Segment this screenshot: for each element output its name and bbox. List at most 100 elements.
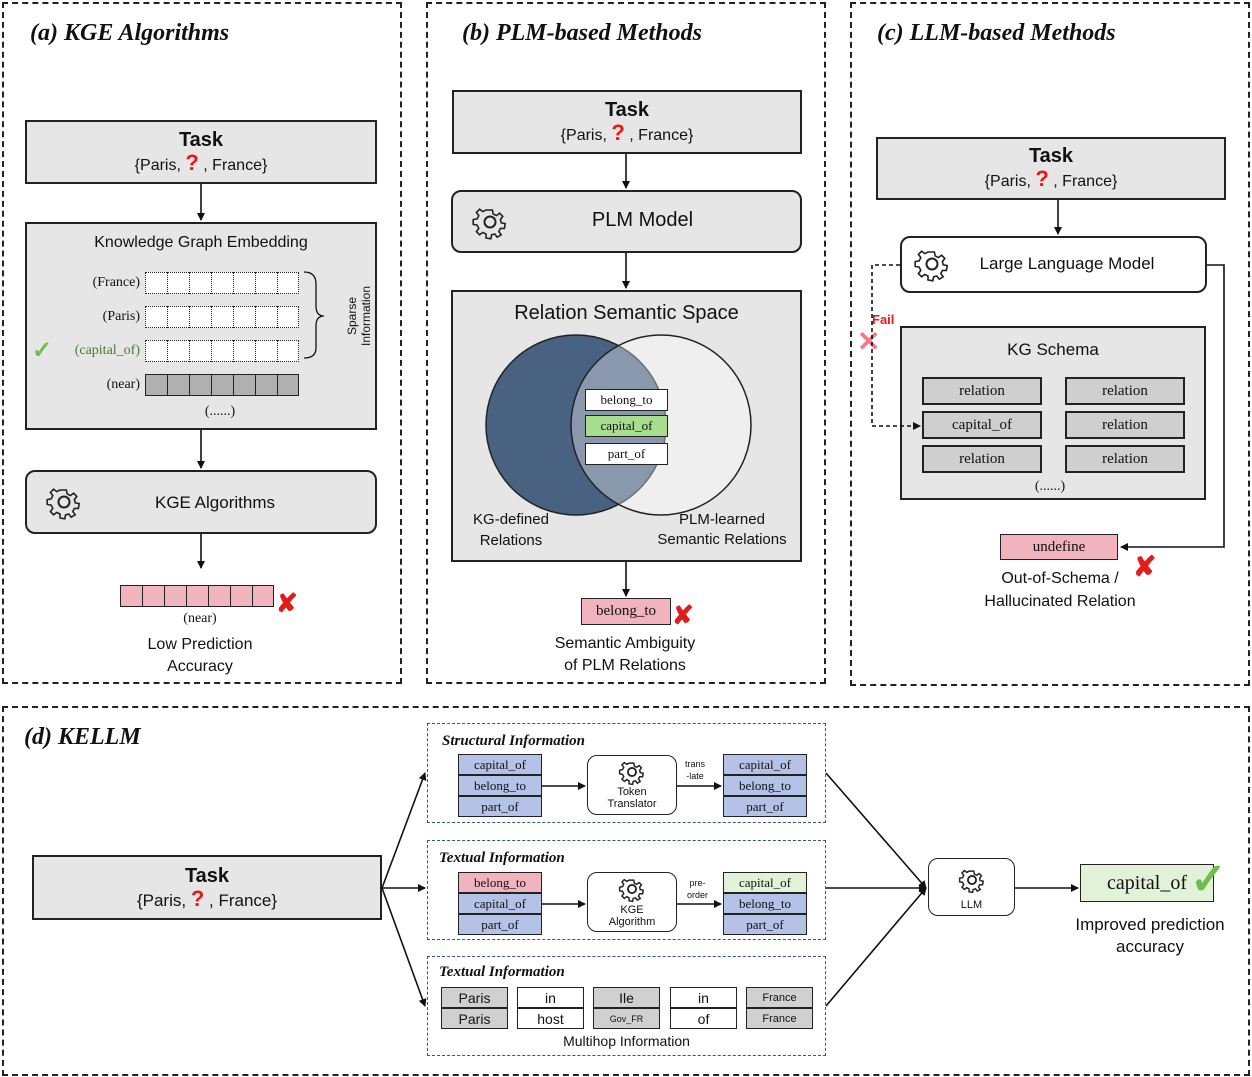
plm-model-box — [451, 190, 802, 253]
question-icon: ? — [190, 885, 205, 911]
task-box-a: Task {Paris, ? , France} — [25, 120, 377, 184]
fail-cross-icon: ✕ — [857, 326, 881, 357]
outcome-line-1: Out-of-Schema / — [1001, 570, 1119, 587]
embedding-row-capital-of — [145, 340, 299, 362]
task-box-d: Task {Paris, ? , France} — [32, 855, 382, 920]
task-title: Task — [178, 128, 224, 151]
hop-in: in — [517, 987, 584, 1008]
hop-ile: Ile — [593, 987, 660, 1008]
row-label-paris: (Paris) — [102, 309, 140, 324]
kge-algorithms-box — [25, 470, 377, 534]
row-label-france: (France) — [92, 275, 140, 290]
result-capital-of: capital_of — [1080, 864, 1214, 902]
fail-label: Fail — [872, 312, 895, 327]
translate-arrow-label-1: trans — [684, 759, 705, 769]
cross-icon: ✘ — [672, 600, 694, 630]
hop-of: of — [670, 1008, 737, 1029]
result-belong-to: belong_to — [581, 598, 671, 625]
struct-input-part-of: part_of — [458, 796, 542, 817]
outcome-line-2: Accuracy — [167, 658, 233, 675]
result-embedding — [120, 585, 274, 607]
textual-information-box — [427, 840, 826, 940]
schema-relation: relation — [1065, 377, 1185, 405]
venn-relation-belong-to: belong_to — [585, 389, 668, 411]
kg-defined-label-1: KG-defined — [473, 511, 549, 528]
gear-icon — [914, 250, 949, 282]
kg-defined-label-2: Relations — [479, 532, 543, 549]
question-icon: ? — [1035, 166, 1049, 191]
result-label-near: (near) — [183, 611, 217, 626]
schema-relation: relation — [1065, 445, 1185, 473]
translate-arrow-label-2: -late — [686, 771, 704, 781]
hop-gov-fr: Gov_FR — [593, 1008, 660, 1029]
panel-kellm — [2, 706, 1250, 1076]
gear-icon — [618, 761, 645, 786]
token-translator-label-2: Translator — [607, 798, 657, 810]
hop-france: France — [746, 987, 813, 1008]
preorder-arrow-label-2: order — [686, 890, 708, 900]
outcome-line-1: Improved prediction — [1075, 915, 1225, 934]
schema-relation: relation — [922, 445, 1042, 473]
struct-output-part-of: part_of — [723, 796, 807, 817]
gear-icon — [958, 869, 985, 894]
question-icon: ? — [185, 149, 199, 175]
schema-capital-of: capital_of — [922, 411, 1042, 439]
schema-relation: relation — [922, 377, 1042, 405]
gear-icon — [46, 488, 81, 520]
struct-output-belong-to: belong_to — [723, 775, 807, 796]
result-undefine: undefine — [1000, 534, 1118, 560]
outcome-line-1: Low Prediction — [147, 636, 253, 653]
struct-output-capital-of: capital_of — [723, 754, 807, 775]
kge-box-title: Knowledge Graph Embedding — [94, 234, 308, 251]
plm-model-label: PLM Model — [591, 209, 694, 231]
task-box-b: Task {Paris, ? , France} — [452, 90, 802, 154]
venn-relation-capital-of: capital_of — [585, 415, 668, 437]
text-input-capital-of: capital_of — [458, 893, 542, 914]
text-output-part-of: part_of — [723, 914, 807, 935]
structural-information-title: Structural Information — [442, 733, 585, 749]
row-label-near: (near) — [106, 377, 140, 392]
embedding-row-near — [145, 374, 299, 396]
token-translator-label-1: Token — [617, 786, 647, 798]
schema-relation: relation — [1065, 411, 1185, 439]
kge-algorithms-label: KGE Algorithms — [155, 493, 275, 512]
hop-host: host — [517, 1008, 584, 1029]
multihop-information-box — [427, 956, 826, 1056]
text-input-part-of: part_of — [458, 914, 542, 935]
struct-input-belong-to: belong_to — [458, 775, 542, 796]
cross-icon: ✘ — [276, 588, 298, 618]
gear-icon — [618, 878, 645, 903]
kge-algorithm-label-1: KGE — [620, 904, 644, 916]
row-label-capital-of: (capital_of) — [74, 343, 140, 358]
outcome-line-1: Semantic Ambiguity — [554, 635, 696, 652]
panel-b-title: (b) PLM-based Methods — [462, 20, 702, 46]
plm-learned-label-1: PLM-learned — [679, 511, 765, 528]
hop-in: in — [670, 987, 737, 1008]
question-icon: ? — [611, 119, 625, 145]
space-title: Relation Semantic Space — [514, 302, 739, 324]
structural-information-box — [427, 723, 826, 823]
panel-d-title: (d) KELLM — [24, 724, 141, 750]
panel-kge-algorithms — [2, 2, 402, 684]
textual-information-title: Textual Information — [439, 850, 565, 866]
check-icon: ✓ — [32, 337, 53, 364]
hop-paris: Paris — [441, 987, 508, 1008]
cross-icon: ✘ — [1133, 551, 1157, 582]
llm-label: Large Language Model — [979, 254, 1155, 273]
text-output-capital-of: capital_of — [723, 872, 807, 893]
text-output-belong-to: belong_to — [723, 893, 807, 914]
panel-plm-based-methods — [426, 2, 826, 684]
panel-c-title: (c) LLM-based Methods — [877, 20, 1116, 46]
outcome-line-2: of PLM Relations — [564, 657, 686, 674]
plm-learned-label-2: Semantic Relations — [657, 531, 787, 548]
llm-label: LLM — [960, 899, 983, 911]
outcome-line-2: accuracy — [1115, 937, 1185, 956]
kge-ellipsis: (......) — [204, 404, 236, 419]
text-input-belong-to: belong_to — [458, 872, 542, 893]
llm-box — [928, 858, 1015, 916]
hop-paris: Paris — [441, 1008, 508, 1029]
multihop-caption: Multihop Information — [563, 1033, 690, 1049]
panel-llm-based-methods — [850, 2, 1250, 686]
kg-schema-title: KG Schema — [1007, 340, 1099, 359]
task-box-c: Task {Paris, ? , France} — [876, 137, 1226, 200]
